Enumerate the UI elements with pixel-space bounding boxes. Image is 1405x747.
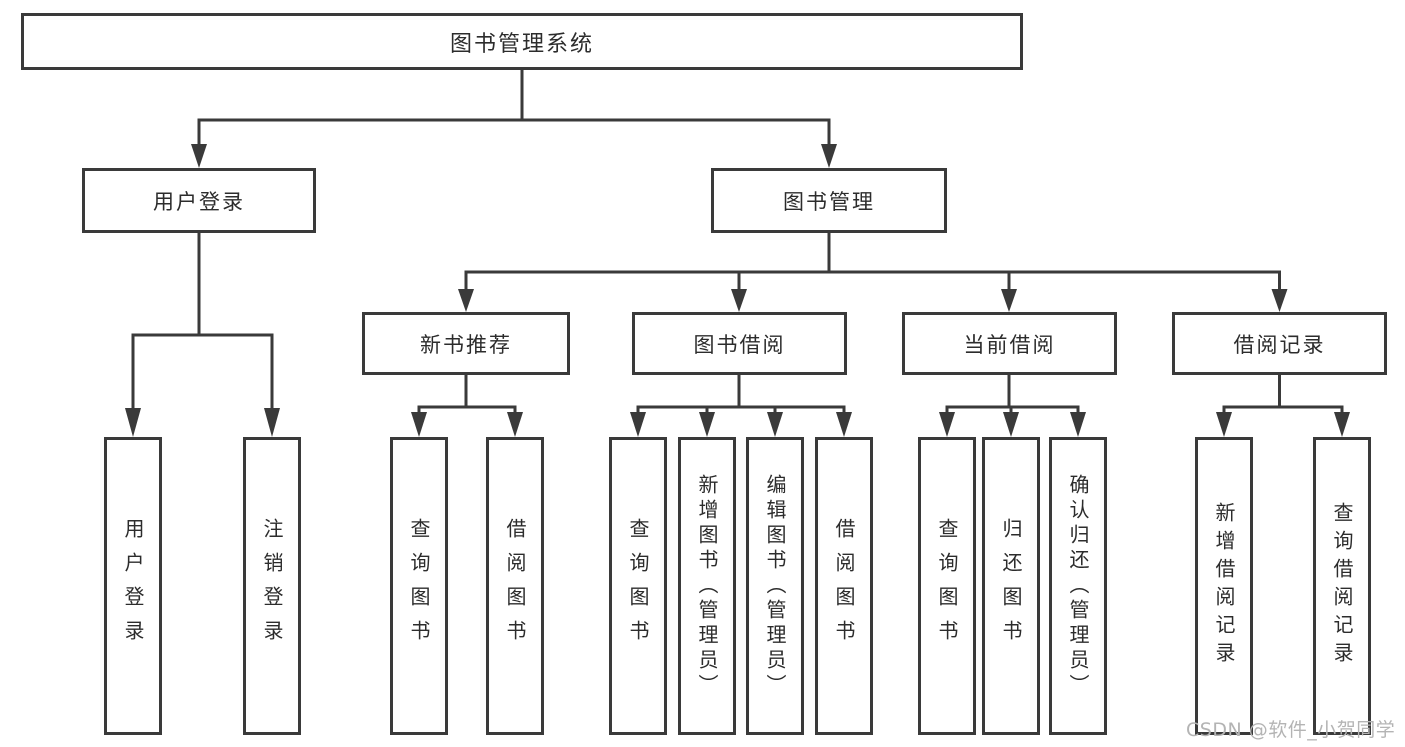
leaf-label: 新增借阅记录 — [1212, 502, 1236, 670]
leaf-query-books-recommend: 查询图书 — [390, 437, 448, 735]
node-current-borrow: 当前借阅 — [902, 312, 1117, 375]
node-label: 借阅记录 — [1233, 332, 1326, 357]
leaf-query-borrow-record: 查询借阅记录 — [1313, 437, 1371, 735]
node-label: 图书管理系统 — [449, 31, 594, 57]
leaf-label: 编辑图书（管理员） — [763, 473, 787, 699]
node-label: 图书管理 — [783, 189, 875, 214]
leaf-edit-books-admin: 编辑图书（管理员） — [746, 437, 804, 735]
node-label: 用户登录 — [153, 189, 245, 214]
leaf-user-login: 用户登录 — [104, 437, 162, 735]
arrowhead-icons — [125, 144, 1350, 437]
leaf-confirm-return-admin: 确认归还（管理员） — [1049, 437, 1107, 735]
node-label: 图书借阅 — [693, 332, 786, 357]
leaf-query-books-borrow: 查询图书 — [609, 437, 667, 735]
node-label: 新书推荐 — [420, 332, 512, 357]
leaf-return-books: 归还图书 — [982, 437, 1040, 735]
leaf-label: 归还图书 — [999, 518, 1023, 654]
leaf-logout: 注销登录 — [243, 437, 301, 735]
leaf-borrow-books-recommend: 借阅图书 — [486, 437, 544, 735]
leaf-add-borrow-record: 新增借阅记录 — [1195, 437, 1253, 735]
leaf-label: 注销登录 — [260, 518, 284, 654]
leaf-label: 新增图书（管理员） — [695, 473, 719, 699]
leaf-label: 查询图书 — [626, 518, 650, 654]
leaf-query-books-current: 查询图书 — [918, 437, 976, 735]
leaf-label: 借阅图书 — [503, 518, 527, 654]
node-book-management: 图书管理 — [711, 168, 947, 233]
leaf-label: 用户登录 — [121, 518, 145, 654]
leaf-label: 查询图书 — [407, 518, 431, 654]
leaf-label: 借阅图书 — [832, 518, 856, 654]
leaf-add-books-admin: 新增图书（管理员） — [678, 437, 736, 735]
node-book-borrow: 图书借阅 — [632, 312, 847, 375]
leaf-borrow-books: 借阅图书 — [815, 437, 873, 735]
csdn-watermark: CSDN @软件_小贺同学 — [1186, 719, 1396, 741]
node-user-login: 用户登录 — [82, 168, 316, 233]
leaf-label: 查询图书 — [935, 518, 959, 654]
node-borrow-records: 借阅记录 — [1172, 312, 1387, 375]
node-label: 当前借阅 — [963, 332, 1056, 357]
leaf-label: 查询借阅记录 — [1330, 502, 1354, 670]
node-library-system: 图书管理系统 — [21, 13, 1023, 70]
node-new-book-recommend: 新书推荐 — [362, 312, 570, 375]
leaf-label: 确认归还（管理员） — [1066, 473, 1090, 699]
